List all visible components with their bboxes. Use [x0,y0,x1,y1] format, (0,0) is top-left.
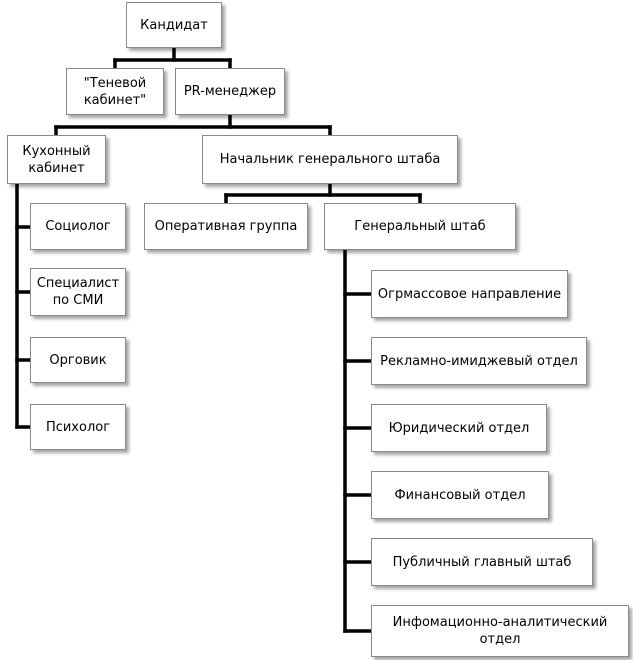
node-general-staff-label: Генеральный штаб [354,219,486,234]
node-information-analytics: Инфомационно-аналитический отдел [371,605,629,657]
node-psychologist-label: Психолог [45,419,111,435]
node-public-hq-label: Публичный главный штаб [392,554,572,570]
node-media-specialist: Специалист по СМИ [30,268,126,316]
node-organizer-label: Орговик [49,352,107,368]
node-public-hq: Публичный главный штаб [371,538,593,586]
node-media-specialist-label: Специалист по СМИ [36,276,120,308]
node-advertising-image-label: Рекламно-имиджевый отдел [380,353,578,369]
node-information-analytics-label: Инфомационно-аналитический отдел [392,615,608,647]
node-finance: Финансовый отдел [371,471,549,519]
node-pr-manager-label: PR-менеджер [183,84,277,99]
node-finance-label: Финансовый отдел [394,487,526,503]
node-kitchen-cabinet-label: Кухонный кабинет [22,143,91,176]
node-sociologist-label: Социолог [45,219,111,234]
node-mass-organization: Огрмассовое направление [371,270,568,318]
node-kitchen-cabinet: Кухонный кабинет [7,135,106,184]
node-pr-manager: PR-менеджер [175,68,285,115]
node-sociologist: Социолог [30,203,126,250]
node-psychologist: Психолог [30,404,126,450]
node-organizer: Орговик [30,337,126,383]
node-chief-of-staff: Начальник генерального штаба [202,135,458,184]
node-operative-group: Оперативная группа [144,203,308,250]
node-chief-of-staff-label: Начальник генерального штаба [219,152,441,167]
node-shadow-cabinet-label: "Теневой кабинет" [83,75,147,108]
node-shadow-cabinet: "Теневой кабинет" [66,68,164,115]
node-advertising-image: Рекламно-имиджевый отдел [371,337,587,385]
node-legal-label: Юридический отдел [388,420,530,436]
node-legal: Юридический отдел [371,404,547,452]
node-general-staff: Генеральный штаб [324,203,516,250]
node-operative-group-label: Оперативная группа [154,219,298,234]
node-candidate-label: Кандидат [140,17,208,33]
node-candidate: Кандидат [126,2,222,48]
node-mass-organization-label: Огрмассовое направление [377,286,562,302]
